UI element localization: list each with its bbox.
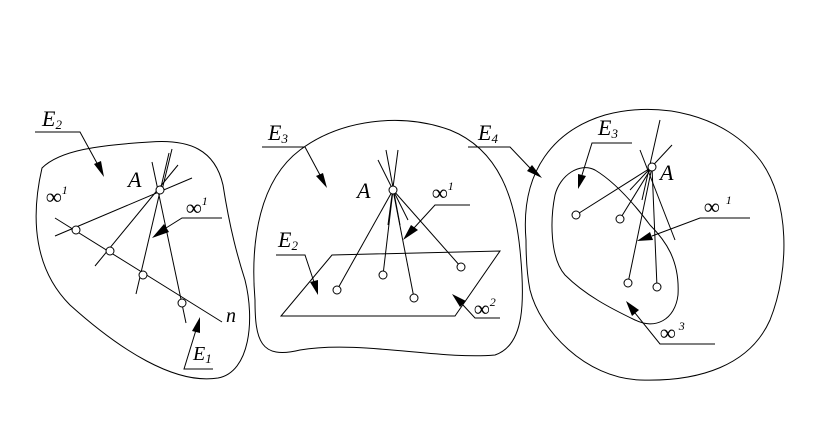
arrow-e3: [578, 174, 586, 189]
leader-e3: [262, 146, 321, 176]
label-inf-right: ∞1: [704, 193, 732, 219]
line-point: [138, 270, 148, 280]
pencil-line-2: [619, 166, 653, 220]
leader-inf-bottom: [462, 304, 500, 319]
label-point-a: A: [355, 178, 371, 203]
region-e2-boundary: [35, 141, 251, 380]
leader-inf-bottom: [634, 312, 715, 345]
pencil-line-1: [575, 166, 653, 216]
leader-e1: [183, 329, 213, 370]
label-e3: E3: [597, 115, 618, 141]
label-n: n: [226, 305, 236, 327]
plane-point: [332, 285, 342, 295]
plane-point: [409, 293, 419, 303]
label-e4: E4: [477, 120, 498, 146]
line-point: [105, 246, 115, 256]
arrow-e2: [94, 161, 104, 177]
plane-point: [456, 262, 466, 272]
figure-1: E2 A ∞1 ∞1 n E1: [35, 106, 251, 380]
label-inf-bottom: ∞2: [474, 295, 496, 321]
label-e2: E2: [41, 106, 62, 132]
arrow-e1: [192, 317, 200, 333]
arrow-inf-right: [637, 232, 653, 241]
arrow-inf-right: [152, 224, 169, 238]
pencil-line-3: [135, 152, 170, 295]
label-e3: E3: [267, 120, 288, 146]
arrow-e3: [316, 173, 327, 188]
label-point-a: A: [126, 167, 142, 192]
line-point: [71, 225, 81, 235]
point-a: [647, 162, 657, 172]
region-point: [571, 210, 581, 220]
region-point: [623, 278, 633, 288]
pencil-line-5: [161, 148, 173, 191]
pencil-line-2: [382, 189, 394, 276]
label-plane-e2: E2: [277, 227, 298, 253]
line-n: [54, 217, 223, 323]
leader-inf-top: [413, 204, 470, 229]
plane-e2: [279, 250, 501, 317]
leader-e4: [468, 146, 531, 169]
figure-2: E3 A ∞1 E2 ∞2: [253, 120, 523, 357]
arrow-plane-e2: [310, 280, 318, 295]
label-inf-top: ∞1: [432, 179, 454, 205]
pencil-line-3: [627, 166, 653, 284]
pencil-line-6: [641, 119, 661, 201]
arrow-inf-bottom: [626, 301, 639, 316]
plane-point: [378, 270, 388, 280]
arrow-inf-bottom: [452, 294, 466, 307]
pencil-line-4: [392, 189, 462, 268]
region-point: [652, 282, 662, 292]
label-e1: E1: [192, 343, 212, 366]
pencil-line-5: [639, 149, 676, 241]
pencil-line-4: [651, 166, 658, 288]
leader-inf-right: [651, 217, 750, 237]
arrow-e4: [527, 165, 542, 178]
region-e4-boundary: [524, 108, 785, 381]
point-a: [388, 185, 398, 195]
label-point-a: A: [658, 160, 674, 185]
region-e3-boundary: [253, 120, 523, 357]
region-e3-boundary: [551, 167, 679, 325]
figure-3: E4 E3 A ∞1 ∞3: [468, 108, 785, 381]
leader-e3: [581, 142, 632, 176]
label-inf-bottom: ∞3: [660, 319, 685, 345]
line-point: [177, 298, 187, 308]
pencil-line-1: [336, 189, 394, 291]
leader-plane-e2: [276, 254, 315, 283]
point-a: [155, 185, 165, 195]
arrow-inf-top: [403, 225, 418, 240]
label-inf-right: ∞1: [186, 194, 208, 220]
label-inf-left: ∞1: [46, 183, 68, 209]
leader-e2: [35, 131, 99, 166]
region-point: [615, 214, 625, 224]
leader-inf-right: [165, 217, 222, 229]
